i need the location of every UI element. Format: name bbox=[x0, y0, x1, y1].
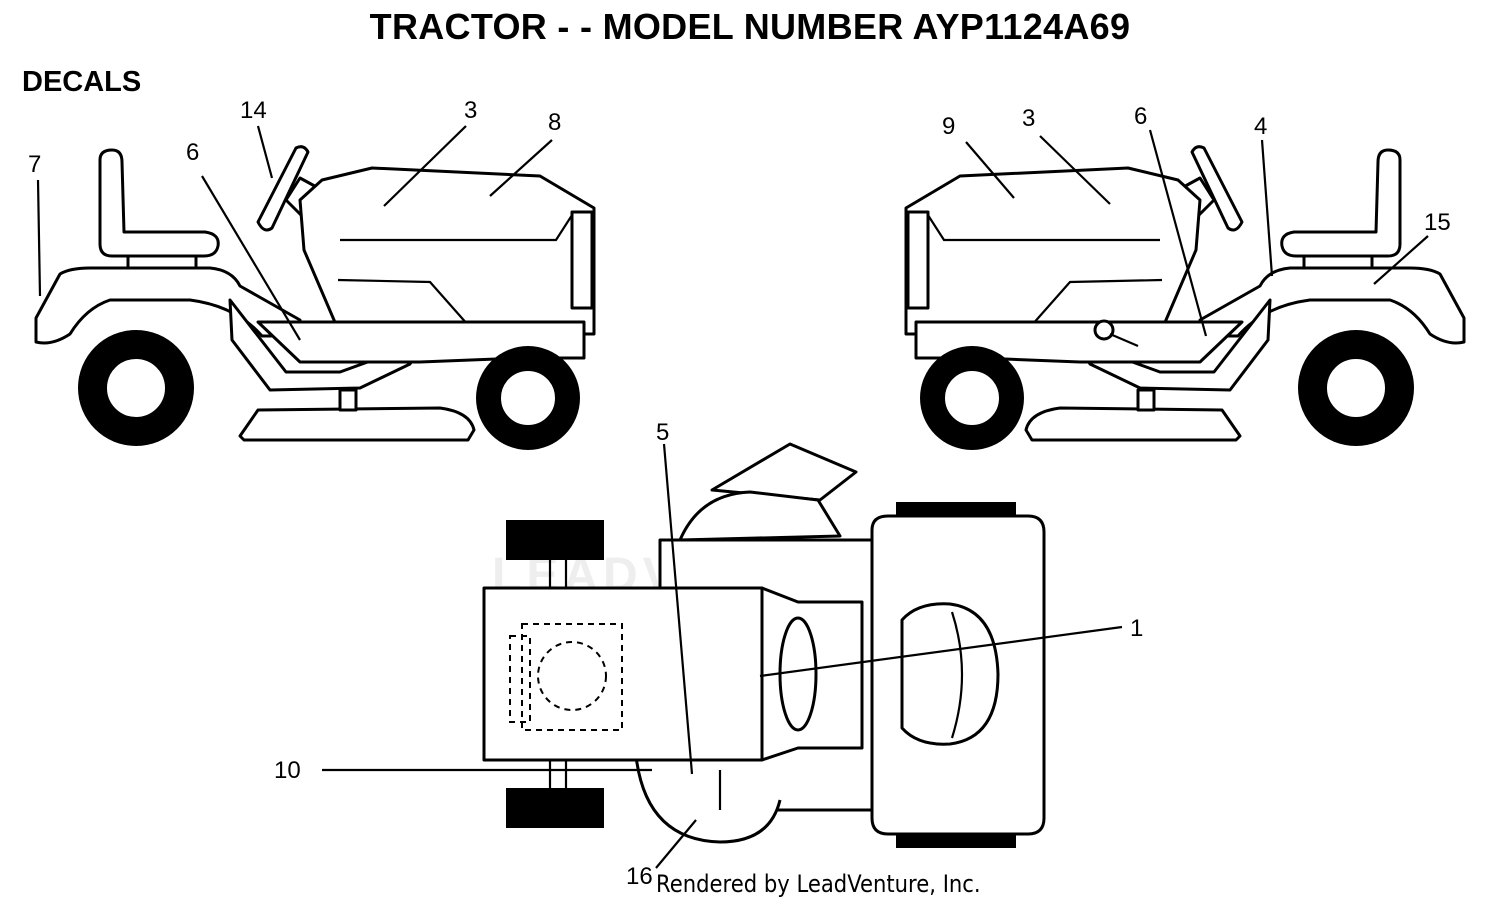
callout-3-right: 3 bbox=[1022, 105, 1035, 132]
top-seat bbox=[900, 602, 1000, 746]
top-rear-wheel-lower bbox=[896, 832, 1016, 848]
right-seat bbox=[1280, 148, 1402, 258]
callout-1: 1 bbox=[1130, 615, 1143, 642]
callout-9: 9 bbox=[942, 113, 955, 140]
callout-4: 4 bbox=[1254, 113, 1267, 140]
top-dash-panel bbox=[778, 616, 818, 732]
footer-credit: Rendered by LeadVenture, Inc. bbox=[656, 870, 981, 898]
right-grille bbox=[906, 210, 930, 310]
section-heading: DECALS bbox=[22, 66, 142, 98]
callout-6-right: 6 bbox=[1134, 103, 1147, 130]
left-hood bbox=[298, 166, 596, 336]
left-side-tractor: 7 14 6 3 8 bbox=[28, 97, 596, 450]
callout-6-left: 6 bbox=[186, 139, 199, 166]
callout-15: 15 bbox=[1424, 209, 1451, 236]
top-rear-wheel-upper bbox=[896, 502, 1016, 518]
page-title: TRACTOR - - MODEL NUMBER AYP1124A69 bbox=[369, 6, 1131, 47]
top-hood bbox=[482, 586, 764, 762]
top-front-wheel-lower bbox=[506, 788, 604, 828]
right-steering-wheel bbox=[1190, 145, 1244, 232]
right-side-tractor: 9 3 6 4 15 bbox=[904, 103, 1466, 450]
callout-14: 14 bbox=[240, 97, 267, 124]
right-lever-knob bbox=[1093, 319, 1115, 341]
callout-16: 16 bbox=[626, 863, 653, 890]
callout-7: 7 bbox=[28, 151, 41, 178]
callout-5: 5 bbox=[656, 419, 669, 446]
callout-3-left: 3 bbox=[464, 97, 477, 124]
top-engine-outline bbox=[521, 623, 623, 731]
top-steering-wheel bbox=[710, 442, 858, 502]
right-hood bbox=[904, 166, 1202, 336]
callout-8: 8 bbox=[548, 109, 561, 136]
top-view-tractor: 5 1 10 16 bbox=[274, 419, 1143, 890]
right-rear-fender bbox=[1198, 266, 1466, 345]
left-grille bbox=[570, 210, 594, 310]
right-mower-deck bbox=[1024, 406, 1242, 442]
left-seat bbox=[98, 148, 220, 258]
left-steering-wheel bbox=[256, 145, 310, 232]
left-rear-fender bbox=[34, 266, 302, 345]
left-mower-deck bbox=[238, 406, 476, 442]
callout-10: 10 bbox=[274, 757, 301, 784]
top-front-wheel-upper bbox=[506, 520, 604, 560]
